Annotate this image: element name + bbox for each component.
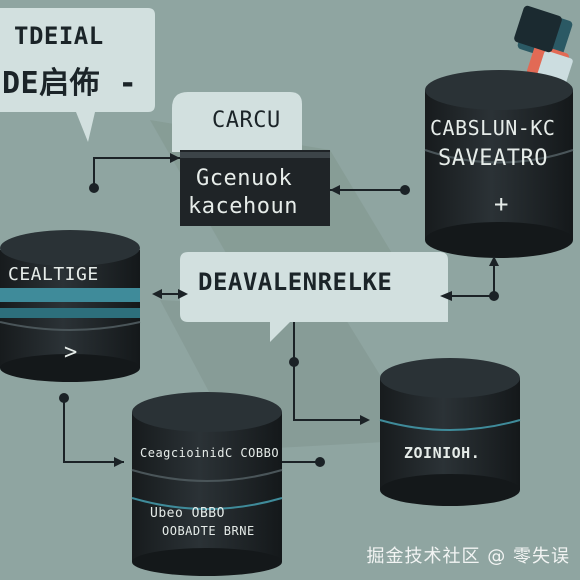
bubble-top-center-title: CARCU — [212, 108, 281, 133]
plus-icon: + — [494, 190, 509, 218]
cylinder-top-right — [424, 70, 574, 258]
bubble-top-left — [0, 8, 155, 142]
cylinder-top-right-line1: CABSLUN-KC — [430, 116, 556, 140]
chevron-right-icon: > — [64, 340, 78, 365]
connector-dots — [59, 183, 499, 467]
cylinder-bottom-center-line1: CeagcioinidC COBBO — [140, 446, 280, 460]
cylinder-left-line1: CEALTIGE — [8, 264, 99, 285]
cylinder-bottom-center — [131, 392, 283, 576]
box-mid-left — [180, 150, 330, 226]
box-mid-left-top — [180, 152, 330, 158]
cylinder-bottom-right — [379, 358, 521, 506]
bubble-center — [180, 252, 448, 342]
bubble-top-left-line1: TDEIAL — [14, 22, 104, 50]
cylinder-left — [0, 230, 141, 382]
watermark: 掘金技术社区 @ 零失误 — [366, 546, 570, 567]
cylinder-bottom-right-line1: ZOINIOH. — [404, 444, 481, 462]
cylinder-bottom-center-line2: Ubeo OBBO — [150, 506, 225, 521]
bubble-center-label: DEAVALENRELKE — [198, 268, 393, 296]
arrow-heads — [114, 153, 499, 467]
box-mid-left-line2: kacehoun — [188, 194, 298, 219]
cylinder-top-right-line2: SAVEATRO — [438, 146, 548, 171]
cylinder-bottom-center-line3: OOBADTE BRNE — [162, 524, 255, 538]
bubble-top-left-line2: DE启佈 - — [2, 66, 138, 101]
bubble-top-center — [172, 92, 302, 152]
box-mid-left-line1: Gcenuok — [196, 166, 293, 191]
